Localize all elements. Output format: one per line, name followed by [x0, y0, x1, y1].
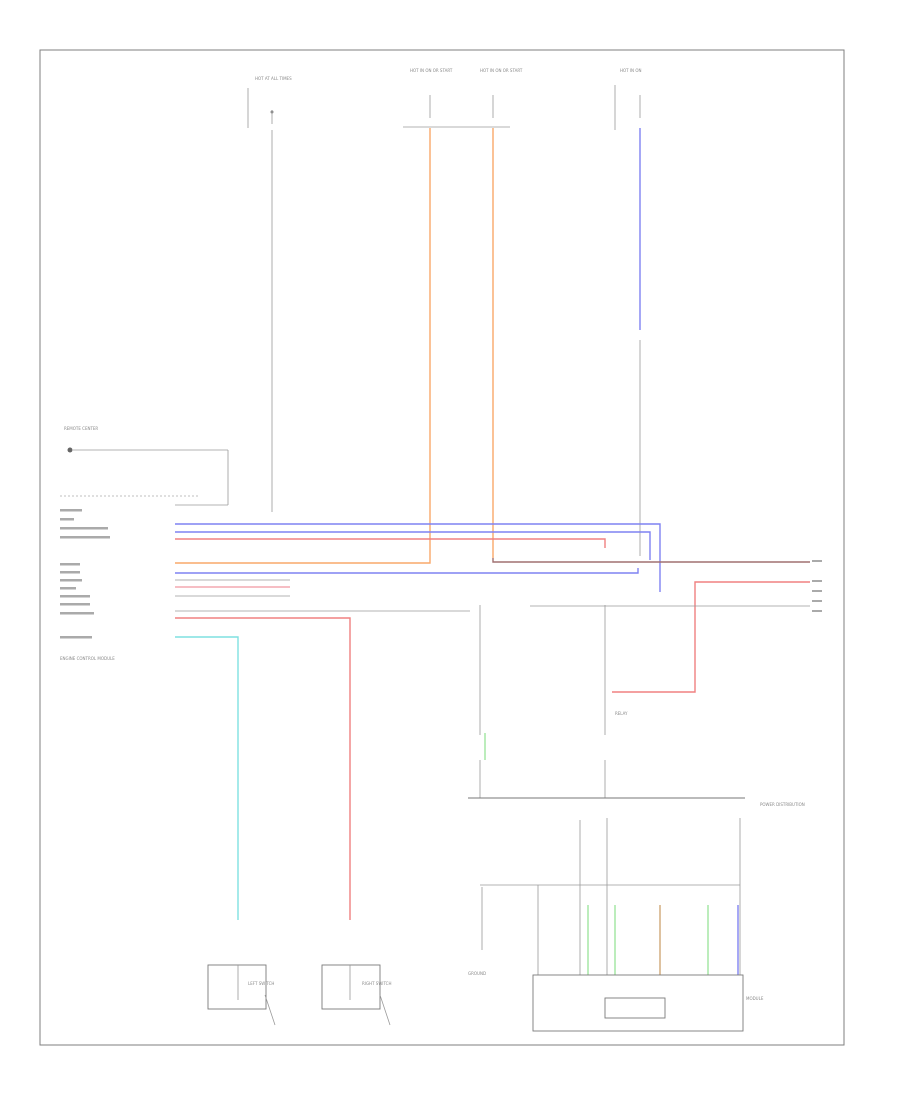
module-left-name: ENGINE CONTROL MODULE	[60, 656, 115, 661]
wire-blue-1	[175, 523, 661, 592]
wire-cyan-1	[175, 636, 239, 920]
svg-text:HOT IN ON OR START: HOT IN ON OR START	[410, 68, 453, 73]
bottom-module-chip	[604, 997, 666, 1019]
right-connector-ticks	[812, 560, 822, 612]
svg-text:LEFT SWITCH: LEFT SWITCH	[248, 981, 274, 986]
remote-center-ground: REMOTE CENTER	[64, 426, 229, 506]
fuse-top-mid: HOT IN ON OR START HOT IN ON OR START	[403, 68, 523, 128]
ground-icon	[67, 447, 73, 453]
right-block-label: POWER DISTRIBUTION	[760, 802, 805, 807]
wire-orange-left	[175, 128, 431, 564]
svg-text:REMOTE CENTER: REMOTE CENTER	[64, 426, 98, 431]
svg-text:RIGHT SWITCH: RIGHT SWITCH	[362, 981, 391, 986]
wire-red-3	[612, 581, 810, 693]
bottom-ground-label: GROUND	[468, 971, 486, 976]
fuse-top-right: HOT IN ON	[614, 68, 641, 130]
wire-red-1	[175, 538, 606, 548]
switch-right: RIGHT SWITCH	[321, 964, 391, 1026]
diagram-frame	[39, 49, 845, 1046]
wire-blue-2	[175, 531, 651, 560]
bottom-module-box	[532, 974, 744, 1032]
bottom-module-label: MODULE	[746, 996, 764, 1001]
switch-left: LEFT SWITCH	[207, 964, 276, 1026]
wire-red-2	[175, 617, 351, 920]
relay-label: RELAY	[615, 711, 628, 716]
fuse-top-left: HOT AT ALL TIMES	[247, 76, 292, 512]
svg-text:HOT AT ALL TIMES: HOT AT ALL TIMES	[255, 76, 292, 81]
svg-text:HOT IN ON: HOT IN ON	[620, 68, 641, 73]
module-left-pins	[60, 509, 110, 639]
svg-text:HOT IN ON OR START: HOT IN ON OR START	[480, 68, 523, 73]
wire-brown-right	[492, 558, 810, 563]
wire-blue-3	[175, 568, 639, 574]
